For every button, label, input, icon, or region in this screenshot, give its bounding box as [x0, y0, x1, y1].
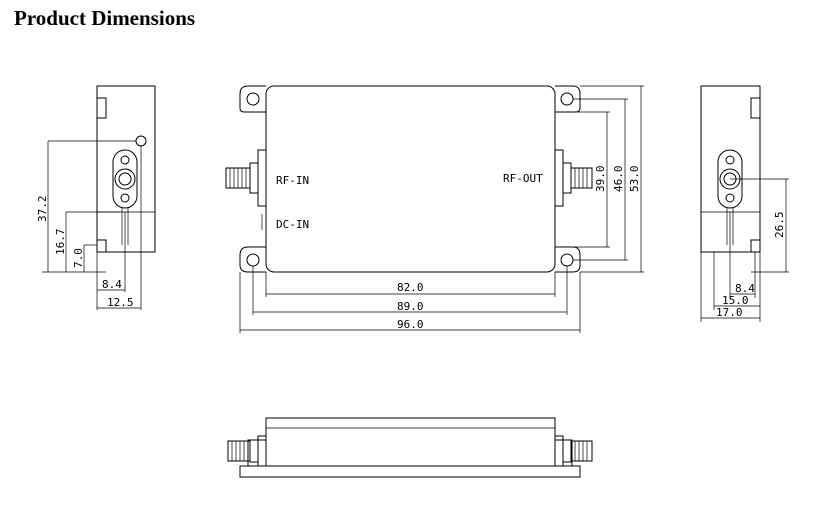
dc-in-label: DC-IN	[276, 218, 309, 231]
dim-82-0: 82.0	[397, 281, 424, 294]
dim-12-5: 12.5	[107, 296, 134, 309]
dim-53-0: 53.0	[628, 166, 641, 193]
dim-37-2: 37.2	[36, 196, 49, 223]
rf-in-label: RF-IN	[276, 174, 309, 187]
dim-17-0: 17.0	[716, 306, 743, 319]
dim-8-4-left: 8.4	[102, 278, 122, 291]
dim-89-0: 89.0	[397, 300, 424, 313]
page-title: Product Dimensions	[14, 6, 196, 30]
dim-15-0: 15.0	[722, 294, 749, 307]
dim-46-0: 46.0	[612, 166, 625, 193]
right-side-view	[700, 85, 761, 253]
dim-16-7: 16.7	[54, 229, 67, 256]
left-side-view	[96, 85, 156, 253]
center-labels: RF-IN RF-OUT DC-IN	[276, 172, 543, 231]
dim-8-4-right: 8.4	[735, 282, 755, 295]
bottom-front-view	[227, 417, 593, 478]
dim-96-0: 96.0	[397, 318, 424, 331]
rf-out-label: RF-OUT	[503, 172, 543, 185]
dim-39-0: 39.0	[594, 166, 607, 193]
center-dimension-lines	[239, 85, 644, 333]
left-dimension-texts: 37.2 16.7 7.0 8.4 12.5	[36, 196, 134, 310]
dim-7-0: 7.0	[72, 248, 85, 268]
center-top-view	[225, 85, 593, 273]
left-dimension-lines	[42, 140, 142, 310]
right-dimension-lines	[700, 178, 789, 322]
right-dimension-texts: 26.5 8.4 15.0 17.0	[716, 212, 786, 320]
center-dimension-texts: 82.0 89.0 96.0 39.0 46.0 53.0	[397, 166, 641, 332]
dim-26-5: 26.5	[773, 212, 786, 239]
